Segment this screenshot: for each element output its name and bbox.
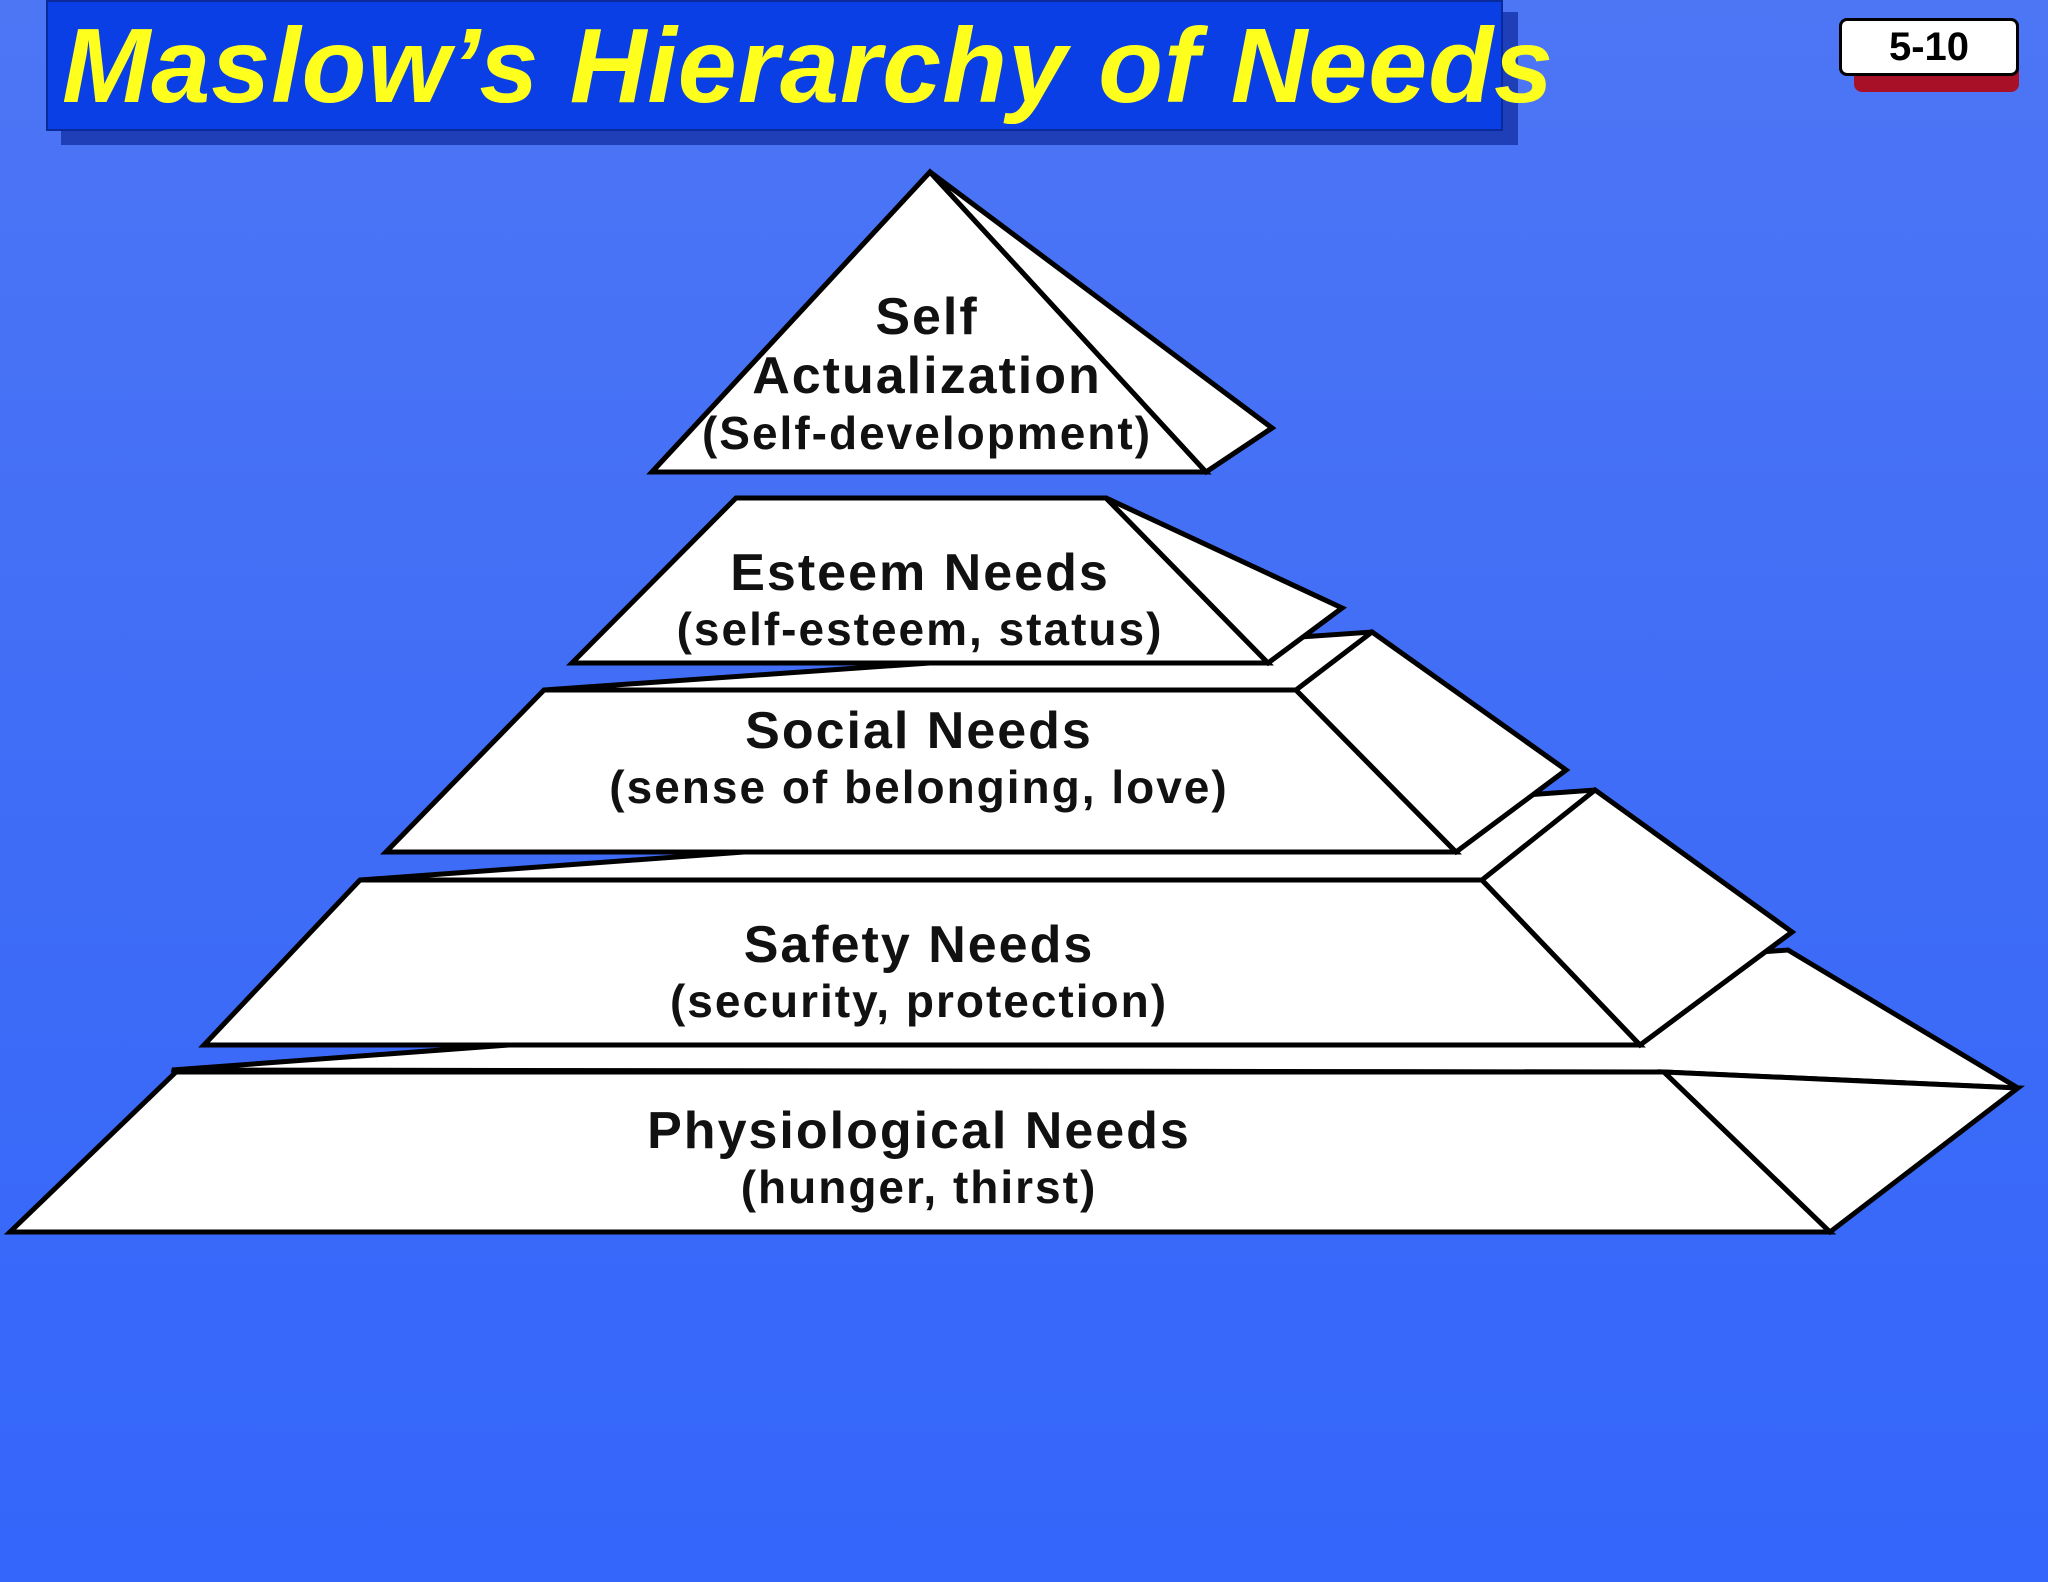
level-description: (sense of belonging, love) (609, 761, 1229, 814)
level-social-shape (380, 628, 1571, 856)
level-description: (security, protection) (669, 975, 1169, 1028)
level-physiological: Physiological Needs (hunger, thirst) (469, 1102, 1369, 1214)
level-description: (self-esteem, status) (676, 603, 1164, 656)
level-esteem-shape (565, 495, 1347, 667)
level-name-line2: Actualization (752, 347, 1102, 406)
level-description: (hunger, thirst) (740, 1161, 1098, 1214)
level-esteem: Esteem Needs (self-esteem, status) (470, 544, 1370, 656)
level-social: Social Needs (sense of belonging, love) (469, 702, 1369, 814)
page-title: Maslow’s Hierarchy of Needs (62, 6, 1554, 125)
title-banner: Maslow’s Hierarchy of Needs (46, 0, 1553, 131)
level-self-actualization: Self Actualization (Self-development) (477, 288, 1377, 459)
slide-number-badge: 5-10 (1839, 18, 2019, 76)
level-name: Physiological Needs (647, 1102, 1191, 1160)
level-safety: Safety Needs (security, protection) (469, 916, 1369, 1028)
level-name: Esteem Needs (730, 544, 1110, 602)
level-self-actualization-shape (646, 168, 1277, 476)
level-name: Safety Needs (743, 916, 1095, 974)
level-name: Social Needs (745, 702, 1093, 760)
level-name: Self (875, 288, 979, 346)
level-description: (Self-development) (701, 406, 1153, 459)
